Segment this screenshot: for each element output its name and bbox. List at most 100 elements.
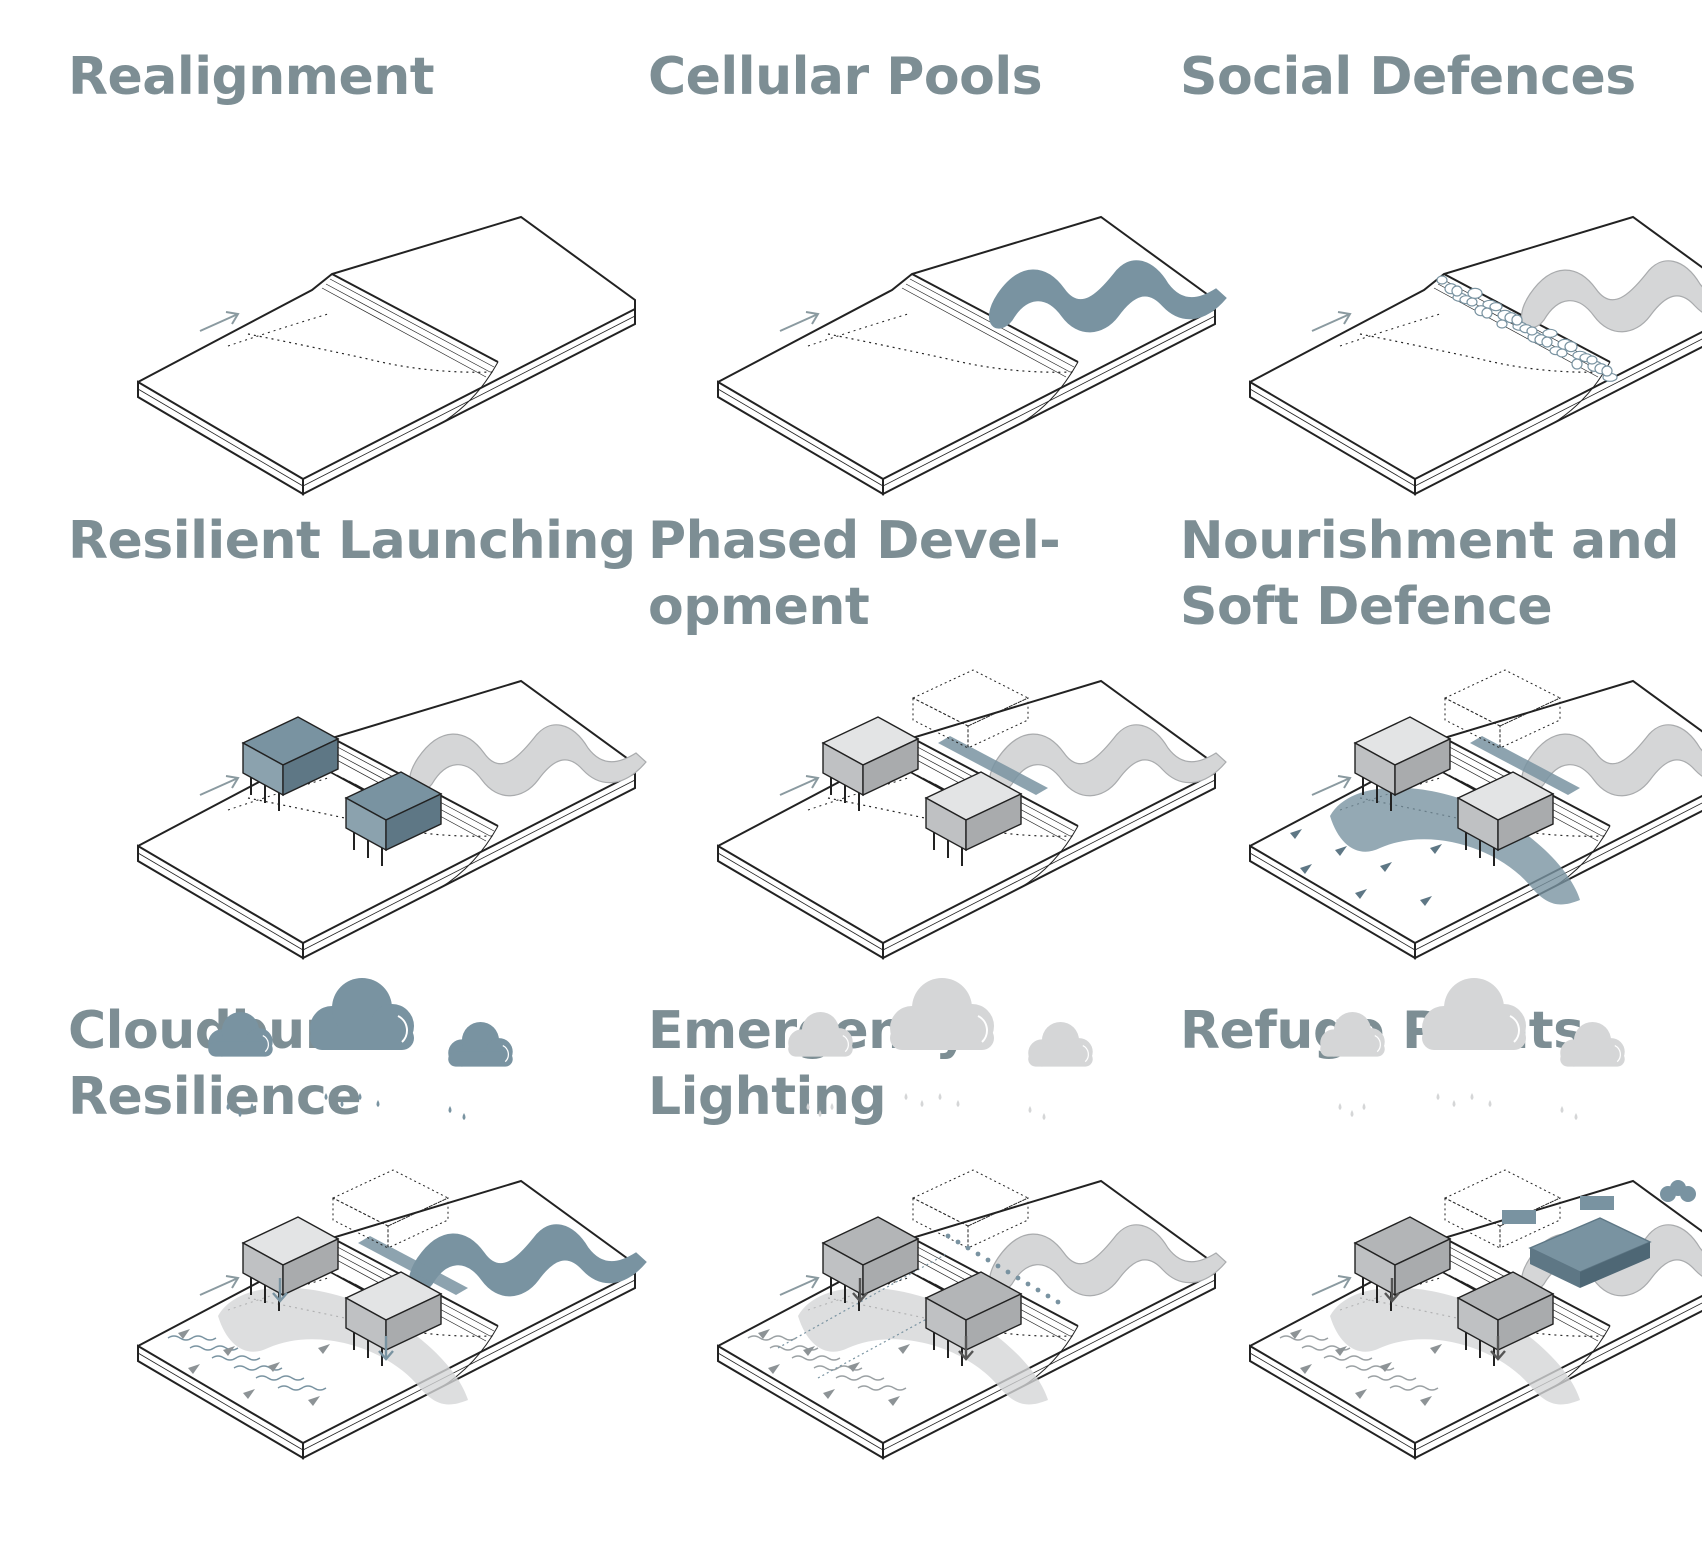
building-upper <box>821 1216 920 1311</box>
rock-revetment <box>1436 275 1618 382</box>
tide-arrows <box>1290 829 1442 906</box>
cloud-group <box>788 978 1093 1120</box>
scene <box>717 669 1227 960</box>
cloud-group <box>208 978 513 1120</box>
scene <box>137 1169 647 1460</box>
slope-contours <box>227 278 495 378</box>
building-upper <box>1353 716 1452 811</box>
pool-wave <box>408 1224 647 1297</box>
title-line: Resilient Launching <box>68 511 636 571</box>
flow-arrow-icon <box>1311 775 1352 796</box>
building-lower <box>924 771 1023 866</box>
cloud-icon-small <box>1320 1011 1385 1057</box>
building-upper <box>1353 1216 1452 1311</box>
future-building-outline <box>331 1169 450 1249</box>
diagram-phased-development <box>717 669 1227 960</box>
scene <box>717 1169 1227 1460</box>
flood-basin <box>218 1287 468 1405</box>
pool-wave <box>988 724 1227 797</box>
cloud-icon-large <box>310 978 414 1050</box>
panel-title-resilient-launching: Resilient Launching <box>68 508 636 574</box>
cloud-icon-small <box>788 1011 853 1057</box>
diagram-social-defences <box>1249 215 1702 496</box>
panel-title-phased-development: Phased Devel- opment <box>648 508 1061 640</box>
panel-title-social-defences: Social Defences <box>1180 44 1636 110</box>
title-line: Resilience <box>68 1067 362 1127</box>
panel-nourishment-soft-defence: Nourishment and Soft Defence <box>1180 508 1702 1008</box>
pool-wave <box>988 1224 1227 1297</box>
panel-phased-development: Phased Devel- opment <box>648 508 1227 1008</box>
panel-emergency-lighting: Emergency Lighting <box>648 978 1227 1498</box>
scene <box>717 215 1227 496</box>
building-upper <box>241 1216 340 1311</box>
cloud-icon-large <box>1422 978 1526 1050</box>
panel-cellular-pools: Cellular Pools <box>648 44 1227 544</box>
refuge-structure <box>1502 1180 1696 1288</box>
diagram-cellular-pools <box>717 215 1227 496</box>
pool-wave <box>1520 724 1702 797</box>
future-building-outline <box>1443 669 1562 749</box>
water-channel <box>1470 736 1580 795</box>
flow-arrow-icon <box>199 1275 240 1296</box>
future-building-outline <box>911 669 1030 749</box>
cloud-icon-right <box>1560 1021 1625 1067</box>
scene <box>1249 1169 1702 1460</box>
cloud-group <box>1320 978 1625 1120</box>
diagram-resilient-launching <box>137 679 647 960</box>
terrain-slab <box>137 215 636 496</box>
scene <box>137 679 647 960</box>
water-channel <box>358 1236 468 1295</box>
pool-wave <box>988 260 1227 333</box>
panel-social-defences: Social Defences <box>1180 44 1702 544</box>
flood-basin <box>1330 1287 1580 1405</box>
pool-wave <box>408 724 647 797</box>
downpipe-arrows <box>1384 1278 1506 1361</box>
building-lower <box>924 1271 1023 1366</box>
title-line: opment <box>648 577 870 637</box>
panel-title-cellular-pools: Cellular Pools <box>648 44 1043 110</box>
tide-arrows <box>1290 1329 1442 1406</box>
downpipe-arrows <box>852 1278 974 1361</box>
cloud-icon-right <box>1028 1021 1093 1067</box>
cloud-icon-right <box>448 1021 513 1067</box>
title-line: Soft Defence <box>1180 577 1553 637</box>
flood-basin <box>1330 787 1580 905</box>
title-line: Social Defences <box>1180 47 1636 107</box>
tide-arrows <box>758 1329 910 1406</box>
cloud-icon-small <box>208 1011 273 1057</box>
cloud-icon-large <box>890 978 994 1050</box>
diagram-cloudburst-resilience <box>137 978 647 1460</box>
building-upper <box>241 716 340 811</box>
title-line: Phased Devel- <box>648 511 1061 571</box>
tide-arrows <box>178 1329 330 1406</box>
diagram-nourishment-soft-defence <box>1249 669 1702 960</box>
panel-realignment: Realignment <box>68 44 636 544</box>
flow-arrow-icon <box>199 311 240 332</box>
terrain-slab <box>1249 215 1702 496</box>
rain-drops <box>226 1093 466 1120</box>
building-lower <box>344 771 443 866</box>
scene <box>1249 215 1702 496</box>
diagram-realignment <box>137 215 636 496</box>
panel-resilient-launching: Resilient Launching <box>68 508 647 1008</box>
water-channel <box>938 736 1048 795</box>
downpipe-arrows <box>272 1278 394 1361</box>
pool-wave <box>1520 260 1702 333</box>
flow-arrow-icon <box>199 775 240 796</box>
rain-drops <box>806 1093 1046 1120</box>
flood-basin <box>798 1287 1048 1405</box>
title-line: Realignment <box>68 47 435 107</box>
title-line: Cellular Pools <box>648 47 1043 107</box>
diagram-emergency-lighting <box>717 978 1227 1460</box>
terrain-slab <box>717 215 1216 496</box>
panel-title-nourishment-soft-defence: Nourishment and Soft Defence <box>1180 508 1679 640</box>
building-upper <box>821 716 920 811</box>
rain-drops <box>1338 1093 1578 1120</box>
title-line: Nourishment and <box>1180 511 1679 571</box>
scene <box>137 215 636 496</box>
flow-arrow-icon <box>1311 1275 1352 1296</box>
title-line: Lighting <box>648 1067 887 1127</box>
panel-cloudburst-resilience: Cloudburst Resilience <box>68 978 647 1498</box>
building-lower <box>1456 771 1555 866</box>
panel-title-realignment: Realignment <box>68 44 435 110</box>
